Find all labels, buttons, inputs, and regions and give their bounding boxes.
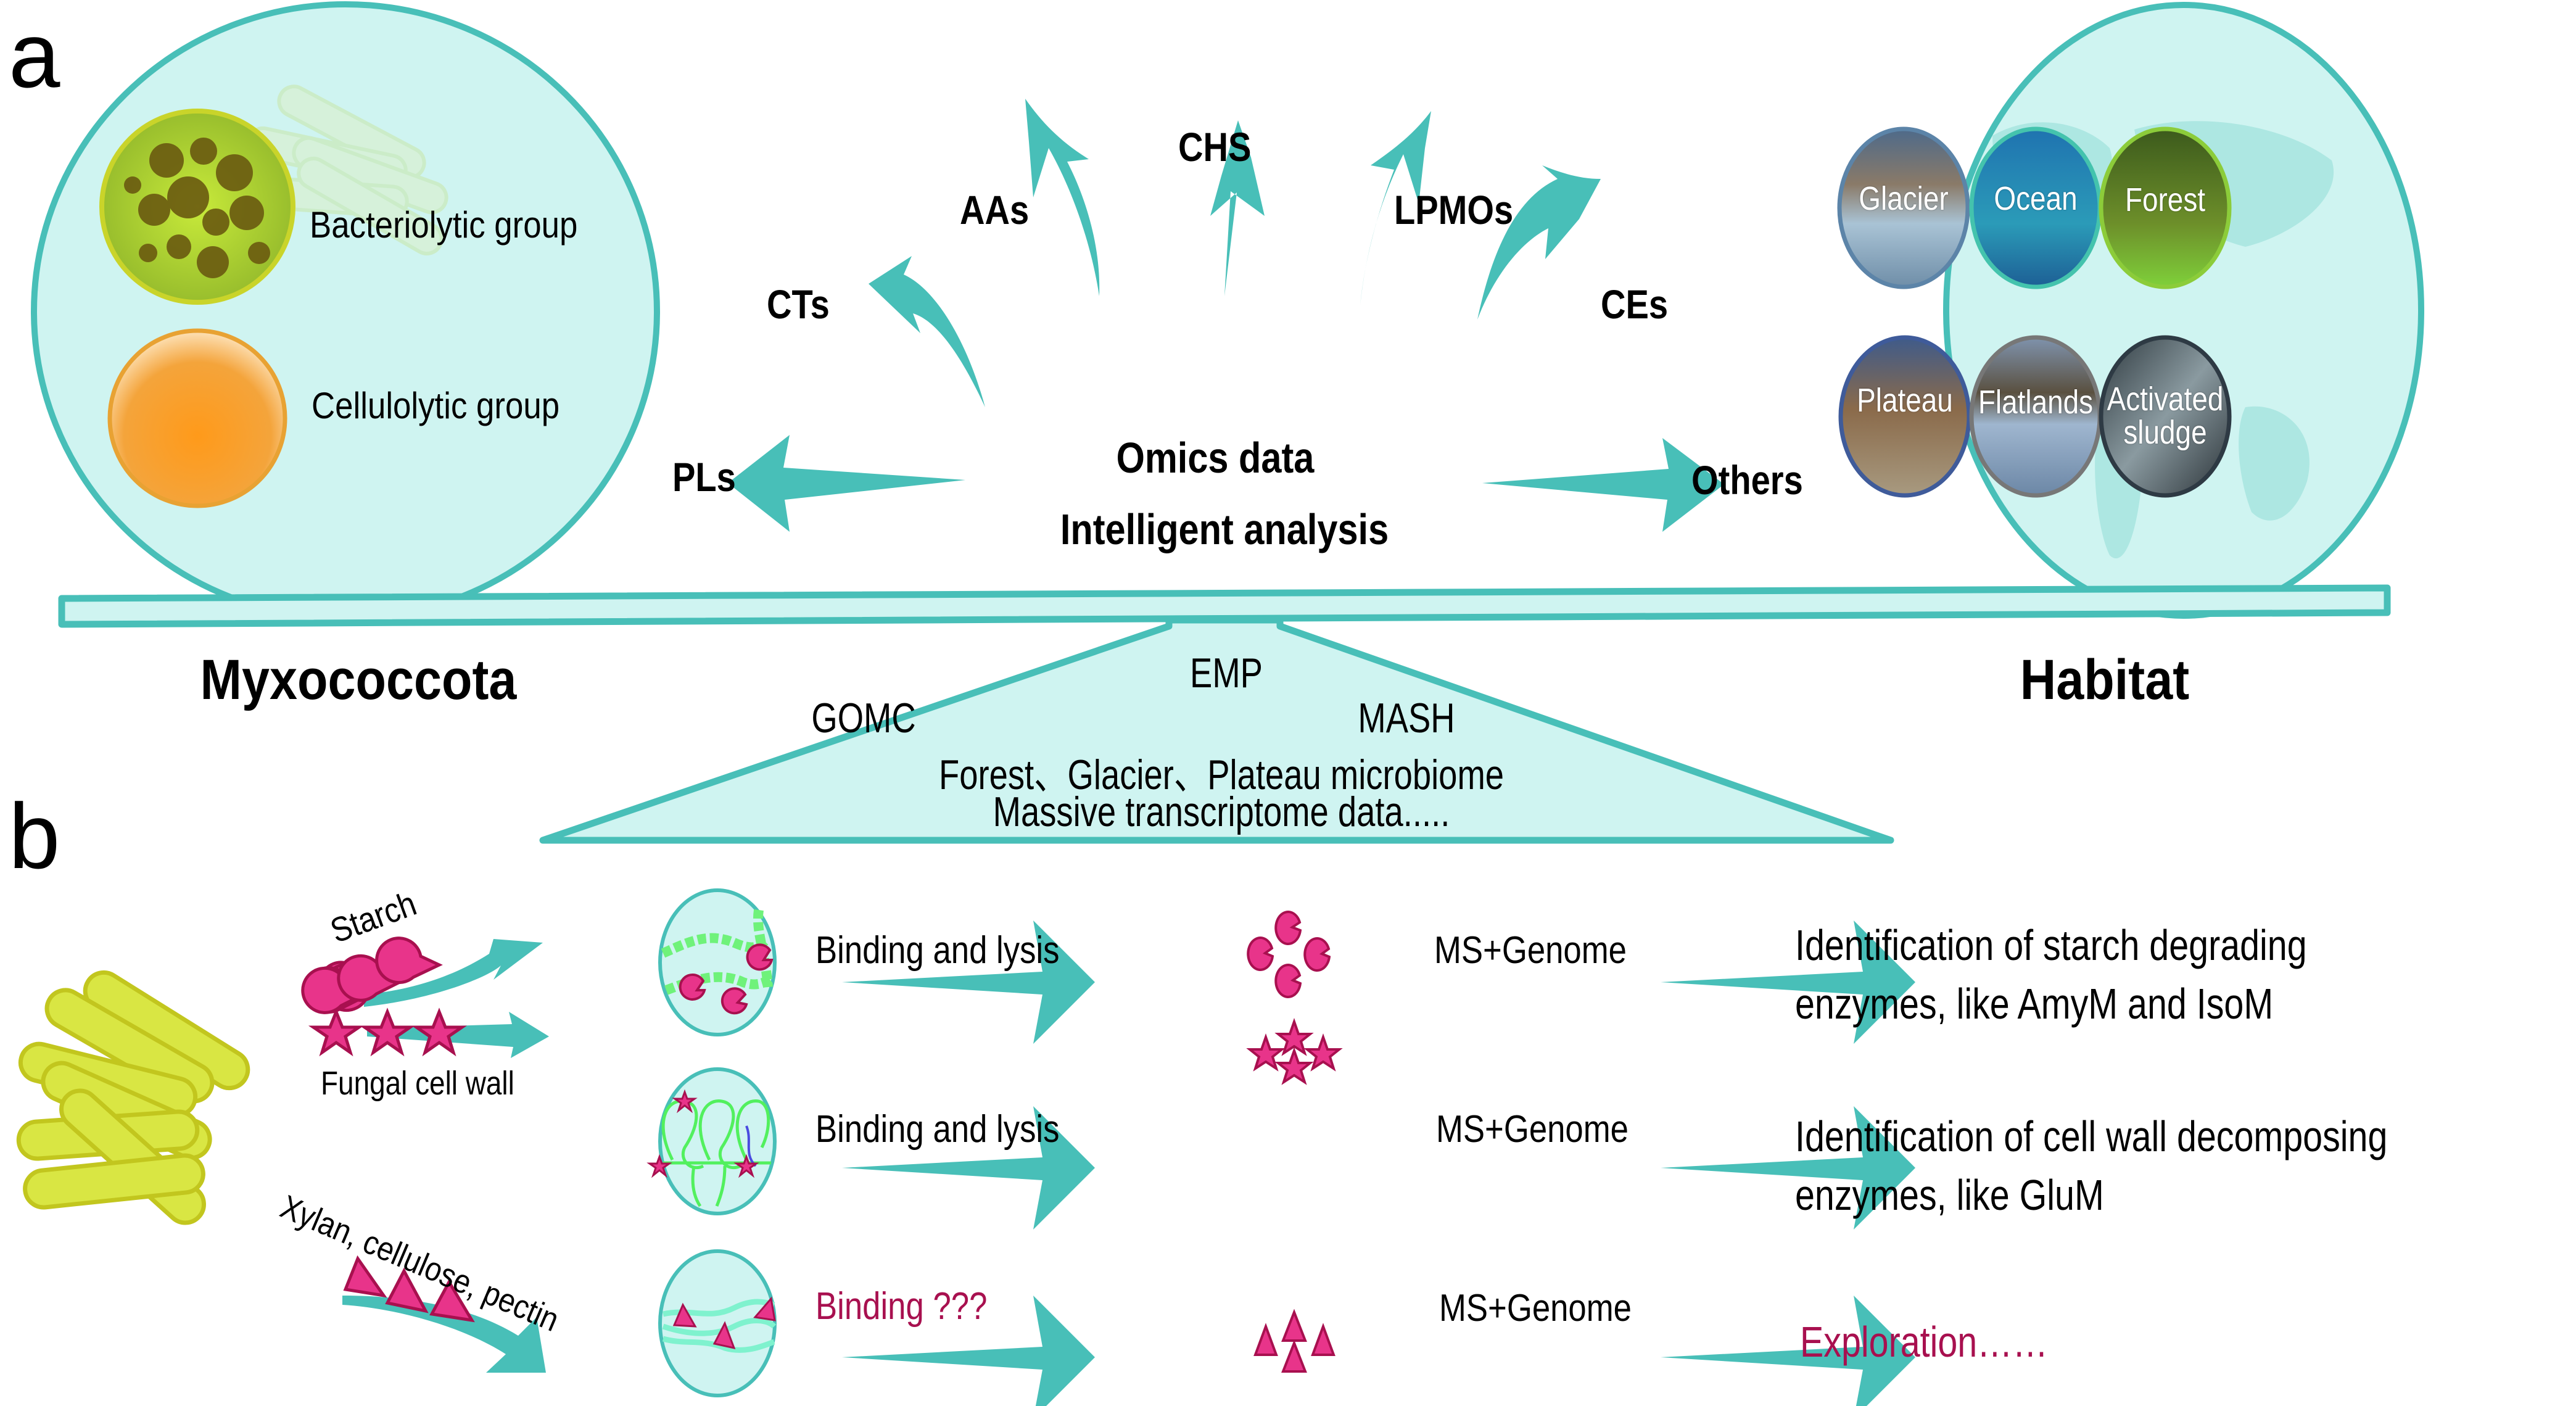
fulcrum-gomc: GOMC: [811, 695, 916, 742]
habitat-label-flatlands: Flatlands: [1978, 384, 2094, 421]
cellulolytic-photo: [107, 328, 287, 508]
row2-star-icons: [308, 1007, 468, 1057]
cellulolytic-group-label: Cellulolytic group: [312, 385, 560, 426]
habitat-circle: [1837, 2, 2424, 619]
row1-arrow-binding: [842, 920, 1095, 1044]
enzyme-label-lpmos: LPMOs: [1394, 187, 1514, 233]
row2-step2-label: MS+Genome: [1436, 1108, 1629, 1151]
row2-arrow-ms: [1661, 1106, 1915, 1230]
fulcrum-emp: EMP: [1190, 650, 1263, 697]
enzyme-label-others: Others: [1691, 457, 1803, 503]
row3-binding-circle: [658, 1249, 777, 1397]
star-icon: [308, 1007, 365, 1057]
habitat-label-ocean: Ocean: [1994, 180, 2078, 217]
circle2-star-icons: [646, 1089, 759, 1178]
row2-result-line1: Identification of cell wall decomposing: [1795, 1112, 2388, 1160]
habitat-label-plateau: Plateau: [1857, 382, 1953, 419]
row2-binding-circle: [658, 1067, 777, 1215]
habitat-title: Habitat: [2020, 648, 2190, 711]
row1-substrate-arrow: [364, 939, 543, 1007]
fulcrum-mash: MASH: [1358, 695, 1455, 742]
omics-data-label: Omics data: [1116, 434, 1315, 482]
star-icon: [359, 1007, 416, 1057]
row1-result: Identification of starch degrading enzym…: [1795, 916, 2307, 1033]
enzyme-label-chs: CHS: [1178, 124, 1252, 170]
row3-triangle-icons: [343, 1255, 475, 1323]
myxococcota-title: Myxococcota: [200, 648, 517, 711]
row1-step2-label: MS+Genome: [1434, 929, 1627, 972]
row3-arrow-ms: [1661, 1296, 1915, 1406]
activated-sludge-line2: sludge: [2123, 414, 2207, 451]
row2-substrate-arrow: [367, 1012, 549, 1058]
arrow-to-chs: [1210, 120, 1265, 296]
row1-arrow-ms: [1661, 920, 1915, 1044]
habitat-label-glacier: Glacier: [1859, 180, 1949, 217]
panel-b-letter: b: [9, 784, 60, 888]
plateau-photo: [1838, 335, 1971, 498]
fulcrum-microbiome: Forest、Glacier、Plateau microbiome: [938, 751, 1505, 798]
enzyme-label-ces: CEs: [1601, 281, 1669, 327]
intelligent-analysis-label: Intelligent analysis: [1060, 505, 1389, 553]
arrow-to-aas: [1025, 99, 1100, 296]
row1-starch-icons: [301, 937, 443, 1014]
pacman-icon: [375, 937, 443, 985]
activated-sludge-line1: Activated: [2107, 381, 2224, 418]
myxobacteria-cluster-icon: [16, 970, 250, 1225]
row3-result: Exploration……: [1800, 1313, 2048, 1371]
myxococcota-circle: [31, 1, 660, 622]
triangle-icon: [343, 1255, 387, 1298]
row3-result-line1: Exploration……: [1800, 1318, 2048, 1366]
fulcrum-transcriptome: Massive transcriptome data.....: [993, 788, 1450, 835]
process-arrows: [842, 920, 1915, 1406]
enzyme-label-cts: CTs: [767, 281, 830, 327]
bacteriolytic-group-label: Bacteriolytic group: [310, 204, 578, 246]
pacman-icon: [337, 954, 407, 1002]
enzyme-label-pls: PLs: [672, 454, 736, 500]
habitat-label-forest: Forest: [2124, 181, 2206, 218]
circle3-triangle-icons: [672, 1296, 776, 1350]
row2-result: Identification of cell wall decomposing …: [1795, 1107, 2387, 1224]
triangle-icon: [385, 1267, 429, 1313]
arrow-to-cts: [869, 256, 985, 407]
enzyme-label-aas: AAs: [960, 187, 1030, 233]
star-icon: [411, 1007, 468, 1057]
habitat-label-activated-sludge: Activated sludge: [2087, 383, 2244, 449]
circle1-pacmen: [679, 943, 774, 1015]
row3-step2-label: MS+Genome: [1439, 1287, 1632, 1329]
row1-result-line1: Identification of starch degrading: [1795, 921, 2307, 969]
row2-released-stars: [1246, 1017, 1343, 1085]
glacier-photo: [1837, 126, 1970, 289]
row2-arrow-binding: [842, 1106, 1095, 1230]
arrow-to-ces: [1477, 165, 1601, 320]
row3-released-triangles: [1253, 1309, 1335, 1373]
enzyme-arrows: [728, 99, 1724, 532]
activated-sludge-photo: [2099, 335, 2232, 498]
arrow-to-pls: [728, 435, 965, 532]
row2-step1-label: Binding and lysis: [815, 1108, 1060, 1151]
arrow-to-lpmos: [1360, 111, 1431, 305]
substrate-label-fungal-cell-wall: Fungal cell wall: [321, 1065, 514, 1102]
row1-step1-label: Binding and lysis: [815, 929, 1060, 972]
row3-step1-label: Binding ???: [815, 1285, 988, 1328]
balance-beam: [58, 584, 2391, 628]
row2-result-line2: enzymes, like GluM: [1795, 1170, 2104, 1219]
bacteriolytic-photo: [99, 109, 295, 305]
forest-photo: [2099, 126, 2232, 289]
arrow-to-others: [1482, 438, 1724, 532]
panel-a-letter: a: [9, 3, 60, 107]
triangle-icon: [429, 1278, 475, 1323]
fulcrum-triangle: [539, 616, 1894, 844]
row1-released-pacmen: [1247, 911, 1331, 998]
row3-arrow-binding: [842, 1296, 1095, 1406]
row1-result-line2: enzymes, like AmyM and IsoM: [1795, 979, 2274, 1028]
